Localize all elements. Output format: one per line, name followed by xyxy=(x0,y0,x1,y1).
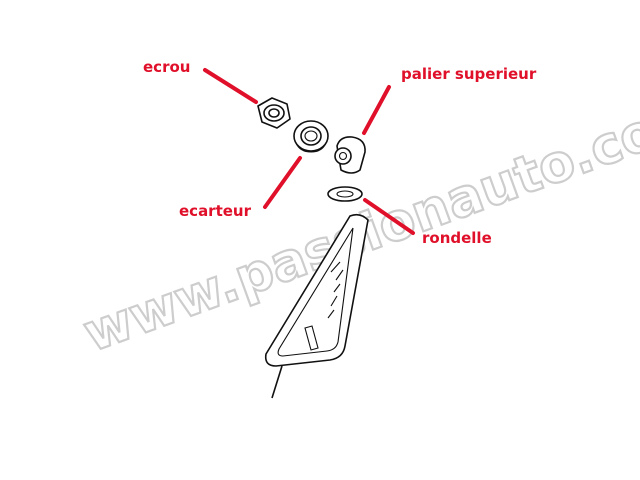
spacer-part xyxy=(293,120,329,153)
label-palier-superieur: palier superieur xyxy=(401,65,537,83)
quarter-window-part xyxy=(264,213,369,399)
label-rondelle: rondelle xyxy=(422,229,492,247)
leader-ecarteur xyxy=(263,156,302,209)
nut-part xyxy=(257,97,291,129)
leader-rondelle xyxy=(363,198,415,235)
label-ecrou: ecrou xyxy=(143,58,190,76)
label-ecarteur: ecarteur xyxy=(179,202,252,220)
leader-ecrou xyxy=(203,68,258,104)
upper-bearing-part xyxy=(334,136,366,174)
washer-part xyxy=(327,186,363,202)
leader-palier-superieur xyxy=(362,85,391,135)
